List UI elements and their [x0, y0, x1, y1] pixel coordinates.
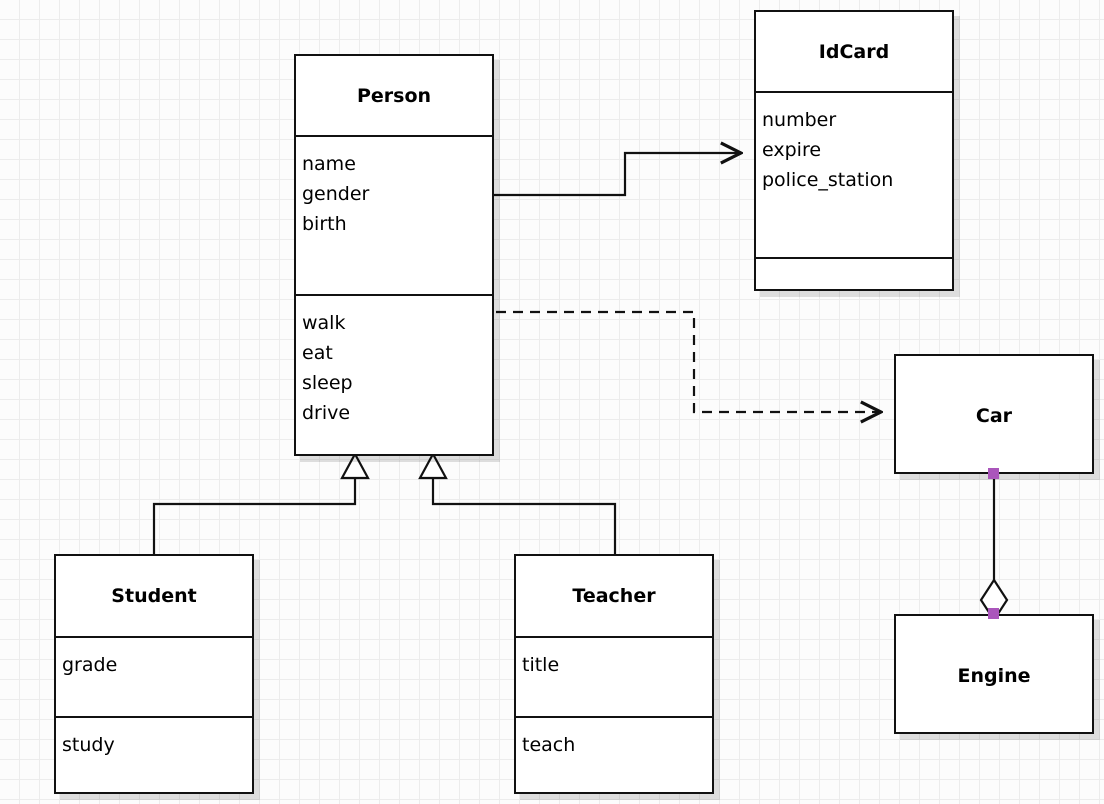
engine-top-handle[interactable] [988, 608, 999, 619]
uml-class-teacher[interactable]: Teacher title teach [514, 554, 714, 794]
attribute-item: police_station [762, 169, 894, 191]
method-item: eat [302, 342, 333, 364]
attribute-item: expire [762, 139, 822, 161]
uml-class-engine[interactable]: Engine [894, 614, 1094, 734]
attribute-item: grade [62, 654, 118, 676]
relationship-association-person-idcard[interactable] [494, 153, 741, 197]
methods-compartment-person: walk eat sleep drive [296, 294, 492, 454]
relationship-generalization-teacher-person[interactable] [418, 451, 617, 554]
attribute-item: name [302, 153, 356, 175]
method-item: sleep [302, 372, 353, 394]
methods-compartment-student: study [56, 716, 252, 792]
class-name-idcard: IdCard [818, 40, 890, 63]
class-name-car: Car [975, 405, 1013, 427]
attributes-compartment-teacher: title [516, 636, 712, 716]
method-item: walk [302, 312, 346, 334]
methods-compartment-idcard [756, 257, 952, 289]
class-name-student: Student [111, 585, 197, 607]
attribute-item: number [762, 109, 837, 131]
class-name-engine: Engine [957, 665, 1031, 687]
method-item: teach [522, 734, 576, 756]
method-item: drive [302, 402, 351, 424]
hollow-triangle-icon [418, 451, 448, 480]
methods-compartment-teacher: teach [516, 716, 712, 792]
uml-class-car[interactable]: Car [894, 354, 1094, 474]
uml-class-person[interactable]: Person name gender birth walk eat sleep drive [294, 54, 494, 456]
hollow-triangle-icon [340, 451, 370, 480]
attributes-compartment-person: name gender birth [296, 135, 492, 294]
car-bottom-handle[interactable] [988, 468, 999, 479]
uml-class-idcard[interactable]: IdCard number expire police_station [754, 10, 954, 291]
attribute-item: gender [302, 183, 370, 205]
attributes-compartment-student: grade [56, 636, 252, 716]
class-name-teacher: Teacher [572, 585, 656, 607]
relationship-generalization-student-person[interactable] [152, 451, 370, 554]
attribute-item: birth [302, 213, 347, 235]
attributes-compartment-idcard: number expire police_station [756, 91, 952, 257]
relationship-dependency-person-car[interactable] [496, 310, 881, 412]
class-name-person: Person [356, 84, 432, 107]
attribute-item: title [522, 654, 560, 676]
method-item: study [62, 734, 115, 756]
relationship-aggregation-car-engine[interactable] [979, 474, 1009, 623]
uml-class-student[interactable]: Student grade study [54, 554, 254, 794]
